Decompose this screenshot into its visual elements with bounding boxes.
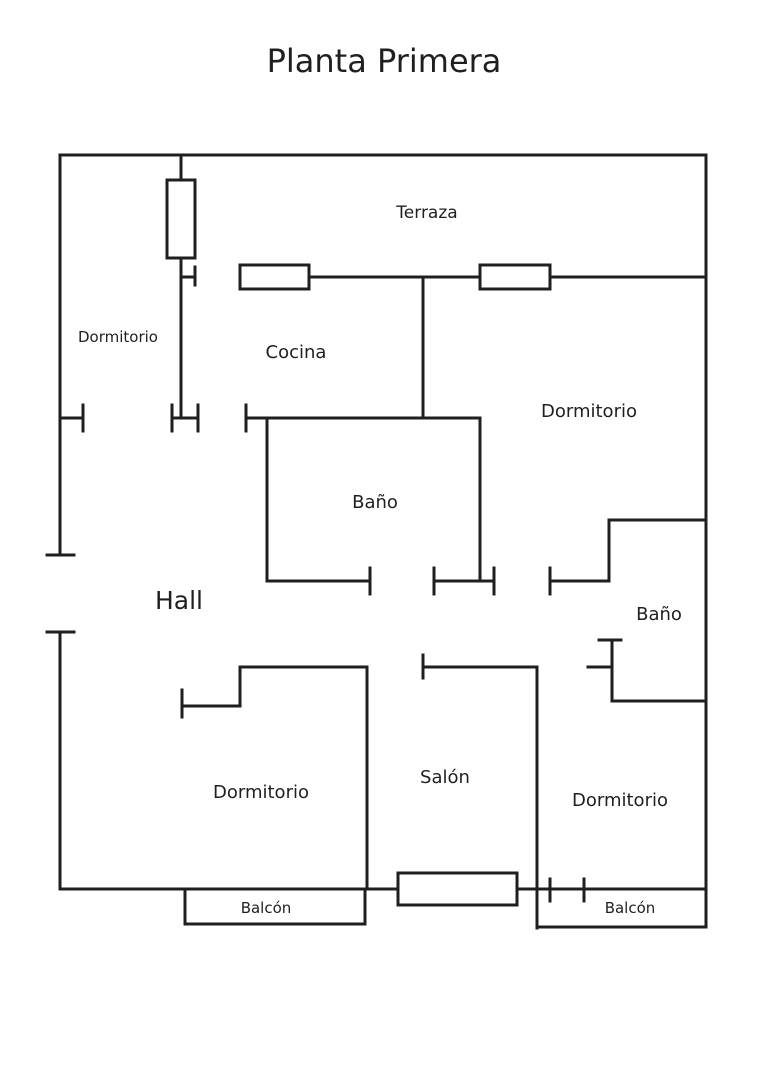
balconies [183, 877, 708, 929]
window-salon [396, 871, 519, 907]
room-label-bano-center: Baño [352, 492, 398, 513]
plan-title: Planta Primera [267, 42, 502, 80]
window-cocina [238, 263, 311, 291]
window-terraza [478, 263, 552, 291]
room-labels: Terraza Dormitorio Cocina Dormitorio Bañ… [78, 203, 682, 917]
balcon-se-outline [535, 887, 708, 929]
room-label-dormitorio-se: Dormitorio [572, 790, 668, 811]
room-label-hall: Hall [155, 586, 203, 615]
room-label-balcon-sw: Balcón [241, 899, 292, 917]
window-nw [165, 178, 197, 260]
windows [165, 178, 552, 907]
outer-walls [45, 153, 708, 891]
bano-center-walls [265, 275, 496, 596]
room-label-dormitorio-ne: Dormitorio [541, 401, 637, 422]
room-label-terraza: Terraza [395, 203, 457, 223]
bano-east-walls [548, 518, 708, 703]
room-label-dormitorio-sw: Dormitorio [213, 782, 309, 803]
room-label-salon: Salón [420, 767, 470, 788]
dormitorio-sw-walls [180, 665, 369, 891]
room-label-bano-east: Baño [636, 604, 682, 625]
upper-door-jambs [58, 403, 269, 433]
room-label-dormitorio-nw: Dormitorio [78, 328, 158, 346]
terraza-partition [180, 265, 708, 287]
room-label-cocina: Cocina [266, 342, 327, 363]
room-label-balcon-se: Balcón [605, 899, 656, 917]
balcon-sw-outline [183, 887, 367, 926]
salon-walls [421, 653, 539, 930]
